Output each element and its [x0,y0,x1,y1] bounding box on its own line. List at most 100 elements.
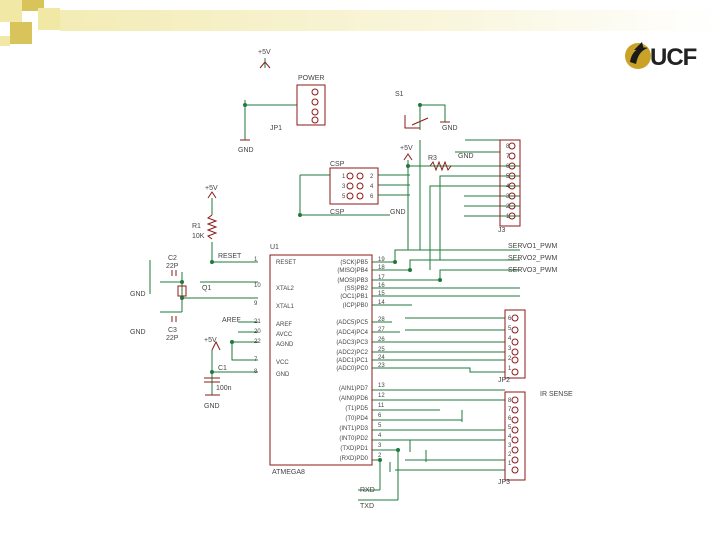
label-r1: R1 [192,223,201,230]
pin-labels: RESET1XTAL210XTAL19AREF21AVCC20AGND22VCC… [254,144,512,467]
mcu-left-pin-num: 10 [254,283,261,289]
mcu-left-pin-name: RESET [276,260,296,266]
label-csp-top: CSP [330,161,345,168]
mcu-right-pin-name: (AIN1)PD7 [339,386,369,392]
mcu-right-pin-num: 11 [378,403,385,409]
resistor-r3 [429,160,452,172]
j3-pin-num: 7 [506,154,510,160]
label-gnd-f: GND [204,403,220,410]
decor-square-4 [10,22,32,44]
mcu-right-pin-name: (ADC5)PC5 [336,320,368,326]
mcu-right-pin-num: 27 [378,327,385,333]
label-u1: U1 [270,244,279,251]
mcu-right-pin-name: (ADC0)PC0 [336,366,368,372]
mcu-right-pin-num: 12 [378,393,385,399]
label-power: POWER [298,75,324,82]
header-pins [311,88,519,474]
j3-pin-num: 5 [506,174,510,180]
label-jp2: JP2 [498,377,510,384]
logo [625,42,651,69]
mcu-right-pin-name: (ADC1)PC1 [336,358,368,364]
mcu-right-pin-name: (ICP)PB0 [343,303,369,309]
label-txd: TXD [360,503,374,510]
label-gnd-b: GND [442,125,458,132]
logo-text: UCF [650,44,697,71]
power-header [296,84,326,126]
header-j3 [499,139,521,227]
jp2-pin-num: 1 [508,366,512,372]
decor-square-1 [0,0,22,22]
label-j3: J3 [498,227,506,234]
mcu-right-pin-name: (ADC4)PC4 [336,330,368,336]
mcu-left-pin-name: AREF [276,322,292,328]
mcu-right-pin-num: 18 [378,265,385,271]
label-plus5v-e: +5V [204,337,217,344]
label-c1: C1 [218,365,227,372]
jp3-pin-num: 8 [508,398,512,404]
mcu-right-pin-name: (AIN0)PD6 [339,396,369,402]
decor-square-3 [38,8,60,30]
label-jp1: JP1 [270,125,282,132]
header-csp [329,167,379,205]
jp2-pin-num: 2 [508,356,512,362]
mcu-right-pin-name: (MISO)PB4 [337,268,368,274]
csp-pin-num: 6 [370,194,374,200]
label-net2: SERVO2_PWM [508,255,557,262]
j3-pin-num: 2 [506,204,510,210]
label-rv: 10K [192,233,205,240]
j3-pin-num: 3 [506,194,510,200]
mcu-right-pin-num: 28 [378,317,385,323]
mcu-left-pin-name: XTAL2 [276,286,295,292]
mcu-left-pin-num: 8 [254,369,258,375]
mcu-left-pin-name: GND [276,372,290,378]
mcu-right-pin-name: (SCK)PB5 [340,260,368,266]
header-jp2 [504,309,526,379]
mcu-right-pin-name: (INT0)PD2 [339,436,368,442]
mcu-right-pin-num: 17 [378,275,385,281]
jp2-pin-num: 6 [508,316,512,322]
mcu-body [269,254,373,466]
jp3-pin-num: 3 [508,443,512,449]
label-gnd-e: GND [130,291,146,298]
jp3-pin-num: 5 [508,425,512,431]
j3-pin-num: 6 [506,164,510,170]
mcu-right-pin-num: 5 [378,423,382,429]
j3-pin-num: 1 [506,214,510,220]
label-ir-sense: IR SENSE [540,391,573,398]
j3-pin-num: 8 [506,144,510,150]
mcu-right-pin-num: 13 [378,383,385,389]
jp3-pin-num: 1 [508,461,512,467]
title-bar [60,10,720,31]
mcu-left-pin-num: 9 [254,301,258,307]
mcu-left-pin-name: AGND [276,342,294,348]
label-q1: Q1 [202,285,211,292]
label-mcu: ATMEGA8 [272,469,305,476]
csp-pin-num: 3 [342,184,346,190]
label-plus5v-c: +5V [400,145,413,152]
mcu-right-pin-name: (SS)PB2 [345,286,369,292]
label-s1: S1 [395,91,404,98]
label-aref: AREF [222,317,241,324]
mcu-right-pin-num: 2 [378,453,382,459]
mcu-left-pin-name: VCC [276,360,289,366]
mcu-left-pin-name: XTAL1 [276,304,295,310]
mcu-left-pin-num: 1 [254,257,258,263]
mcu-left-pin-num: 22 [254,339,261,345]
mcu-right-pin-name: (T0)PD4 [345,416,368,422]
mcu-left-pin-num: 21 [254,319,261,325]
j3-pin-num: 4 [506,184,510,190]
label-c3: C3 [168,327,177,334]
mcu-right-pin-name: (ADC3)PC3 [336,340,368,346]
jp3-pin-num: 7 [508,407,512,413]
label-gnd-f2: GND [130,329,146,336]
csp-pin-num: 5 [342,194,346,200]
mcu-right-pin-name: (TXD)PD1 [340,446,368,452]
label-gnd-a: GND [238,147,254,154]
mcu-right-pin-name: (OC1)PB1 [340,294,368,300]
label-plus5v-d: +5V [205,185,218,192]
mcu-right-pin-num: 26 [378,337,385,343]
label-csp-bottom: CSP [330,209,345,216]
label-net1: SERVO1_PWM [508,243,557,250]
label-reset: RESET [218,253,242,260]
label-jp3: JP3 [498,479,510,486]
